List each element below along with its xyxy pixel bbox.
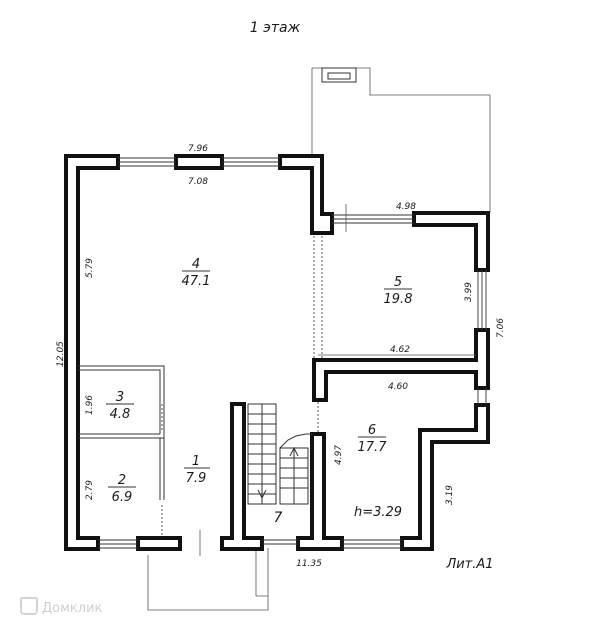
- room-4-number: 4: [192, 257, 200, 272]
- room-5-area: 19.8: [384, 292, 413, 307]
- room-7-number: 7: [274, 510, 283, 526]
- dim-room5-height: 3.99: [464, 282, 474, 302]
- lit-label: Лит.А1: [445, 557, 493, 572]
- dim-room3-height: 1.96: [85, 395, 95, 415]
- dim-top-outer: 7.96: [188, 144, 208, 154]
- watermark: Домклик: [20, 597, 102, 616]
- staircase: [247, 403, 312, 505]
- dim-right-outer: 7.06: [496, 318, 506, 338]
- height-label: h=3.29: [354, 505, 402, 520]
- room-labels: 4 47.1 5 19.8 3 4.8 6 17.7 1 7.9 2 6.9 7: [106, 257, 412, 526]
- room-2-area: 6.9: [112, 490, 133, 505]
- house-icon: [20, 597, 38, 615]
- watermark-text: Домклик: [42, 601, 103, 616]
- dim-room6-height: 4.97: [334, 445, 344, 465]
- outer-walls: [64, 154, 490, 551]
- dim-top-inner: 7.08: [188, 177, 208, 187]
- room-1-area: 7.9: [186, 471, 207, 486]
- terrace-outline: [147, 67, 491, 611]
- dim-room5-bottom: 4.62: [390, 345, 410, 355]
- room-5-number: 5: [394, 275, 402, 290]
- room-3-number: 3: [116, 390, 124, 405]
- dim-room5-top: 4.98: [396, 202, 416, 212]
- dim-left-total: 12.05: [56, 341, 66, 367]
- dim-room6-top: 4.60: [388, 382, 408, 392]
- room-6-area: 17.7: [358, 440, 388, 455]
- dim-bottom-total: 11.35: [296, 559, 322, 569]
- room-1-number: 1: [192, 454, 200, 469]
- room-2-number: 2: [118, 473, 126, 488]
- room-6-number: 6: [368, 423, 376, 438]
- dim-right-lower: 3.19: [445, 485, 455, 505]
- dim-room2-height: 2.79: [85, 480, 95, 500]
- partitions: [78, 236, 476, 538]
- dimension-labels: 7.96 7.08 4.98 4.62 4.60 11.35 12.05 5.7…: [56, 144, 506, 569]
- room-3-area: 4.8: [110, 407, 131, 422]
- windows: [98, 157, 487, 556]
- dim-room4-height: 5.79: [85, 258, 95, 278]
- floor-title: 1 этаж: [250, 20, 301, 36]
- room-4-area: 47.1: [182, 274, 211, 289]
